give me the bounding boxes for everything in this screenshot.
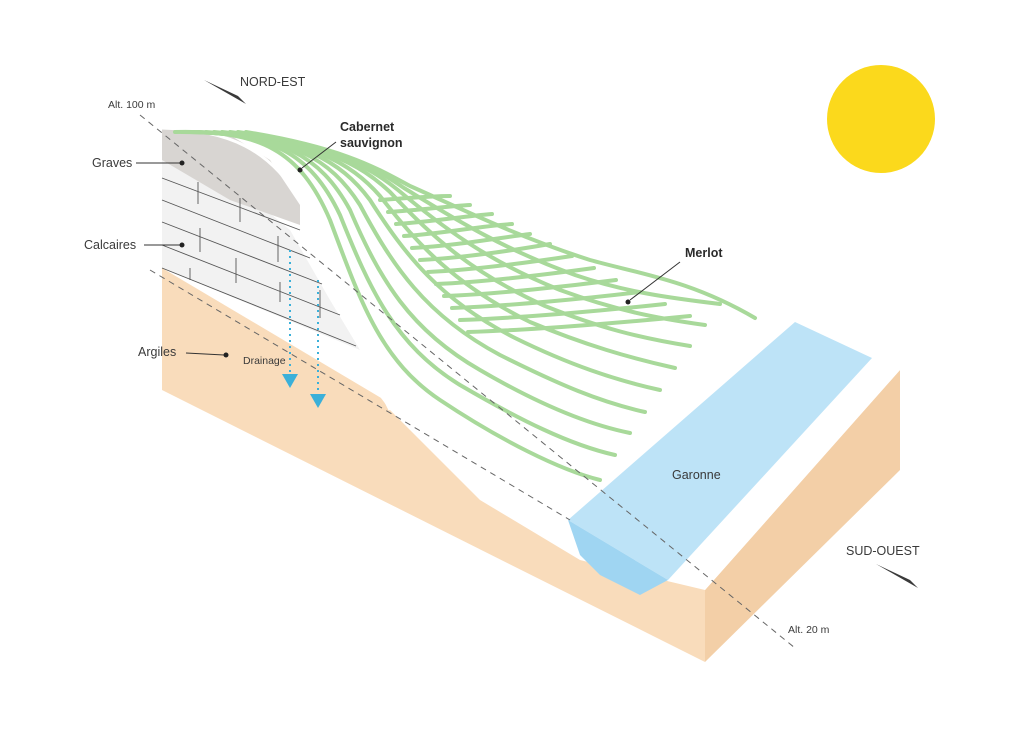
calcaires-label: Calcaires <box>84 238 136 252</box>
cabernet-label-line2: sauvignon <box>340 136 403 150</box>
clay-block-front <box>162 268 705 662</box>
merlot-rows <box>378 194 692 334</box>
altitude-top-label: Alt. 100 m <box>108 99 156 111</box>
cabernet-label-line1: Cabernet <box>340 120 395 134</box>
river-label: Garonne <box>672 468 721 482</box>
limestone-bricks <box>161 177 357 347</box>
argiles-label: Argiles <box>138 345 176 359</box>
river-depth <box>568 520 668 595</box>
drainage-arrows <box>282 250 326 408</box>
slope-edge <box>161 126 392 411</box>
northeast-label: NORD-EST <box>240 75 306 89</box>
southwest-arrow-icon <box>876 564 918 588</box>
southwest-label: SUD-OUEST <box>846 544 920 558</box>
merlot-label: Merlot <box>685 246 723 260</box>
river <box>568 322 872 580</box>
vine-rows <box>173 129 757 482</box>
gravel-layer <box>162 128 300 225</box>
clay-block-side <box>705 370 900 662</box>
drainage-label: Drainage <box>243 355 286 367</box>
graves-label: Graves <box>92 156 132 170</box>
sun <box>827 65 935 173</box>
limestone-layer <box>162 160 360 350</box>
northeast-arrow-icon <box>204 80 246 104</box>
altitude-line <box>139 114 796 649</box>
altitude-bottom-label: Alt. 20 m <box>788 624 830 636</box>
altitude-line-lower <box>149 269 571 521</box>
